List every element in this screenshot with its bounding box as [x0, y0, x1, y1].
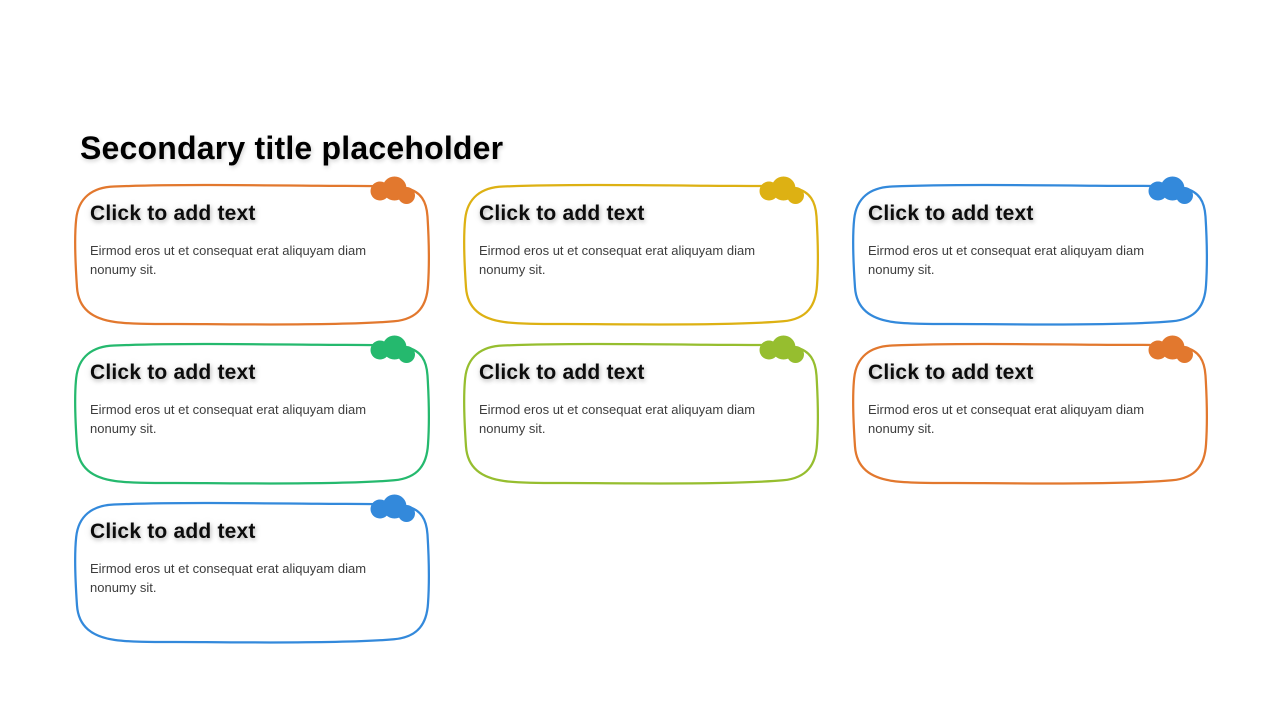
- card-frame: [463, 176, 820, 326]
- hand-drawn-border: [74, 183, 431, 326]
- hand-drawn-border: [463, 342, 820, 485]
- cloud-icon: [370, 494, 415, 522]
- placeholder-card-7[interactable]: Click to add text Eirmod eros ut et cons…: [70, 494, 433, 646]
- placeholder-card-1[interactable]: Click to add text Eirmod eros ut et cons…: [70, 176, 433, 328]
- slide-title[interactable]: Secondary title placeholder: [80, 130, 504, 166]
- card-body[interactable]: Eirmod eros ut et consequat erat aliquya…: [479, 402, 756, 436]
- cloud-icon: [1148, 176, 1193, 204]
- card-heading[interactable]: Click to add text: [90, 361, 256, 384]
- card-heading[interactable]: Click to add text: [868, 361, 1034, 384]
- card-heading[interactable]: Click to add text: [90, 202, 256, 225]
- cloud-icon: [370, 335, 415, 363]
- cloud-icon: [759, 335, 804, 363]
- hand-drawn-border: [463, 183, 820, 326]
- card-heading[interactable]: Click to add text: [479, 361, 645, 384]
- card-body[interactable]: Eirmod eros ut et consequat erat aliquya…: [868, 402, 1145, 436]
- card-frame: [74, 176, 431, 326]
- cloud-icon: [759, 176, 804, 204]
- placeholder-card-5[interactable]: Click to add text Eirmod eros ut et cons…: [459, 335, 822, 487]
- card-body[interactable]: Eirmod eros ut et consequat erat aliquya…: [90, 402, 367, 436]
- card-frame: [852, 176, 1209, 326]
- card-body[interactable]: Eirmod eros ut et consequat erat aliquya…: [479, 243, 756, 277]
- card-frame: [852, 335, 1209, 485]
- hand-drawn-border: [74, 342, 431, 485]
- card-body[interactable]: Eirmod eros ut et consequat erat aliquya…: [90, 243, 367, 277]
- card-body[interactable]: Eirmod eros ut et consequat erat aliquya…: [90, 561, 367, 595]
- card-frame: [463, 335, 820, 485]
- placeholder-card-4[interactable]: Click to add text Eirmod eros ut et cons…: [70, 335, 433, 487]
- placeholder-card-2[interactable]: Click to add text Eirmod eros ut et cons…: [459, 176, 822, 328]
- cloud-icon: [370, 176, 415, 204]
- card-frame: [74, 335, 431, 485]
- card-frame: [74, 494, 431, 644]
- hand-drawn-border: [852, 342, 1209, 485]
- card-heading[interactable]: Click to add text: [90, 520, 256, 543]
- card-body[interactable]: Eirmod eros ut et consequat erat aliquya…: [868, 243, 1145, 277]
- card-heading[interactable]: Click to add text: [479, 202, 645, 225]
- placeholder-card-3[interactable]: Click to add text Eirmod eros ut et cons…: [848, 176, 1211, 328]
- cloud-icon: [1148, 335, 1193, 363]
- hand-drawn-border: [852, 183, 1209, 326]
- hand-drawn-border: [74, 501, 431, 644]
- placeholder-card-6[interactable]: Click to add text Eirmod eros ut et cons…: [848, 335, 1211, 487]
- card-heading[interactable]: Click to add text: [868, 202, 1034, 225]
